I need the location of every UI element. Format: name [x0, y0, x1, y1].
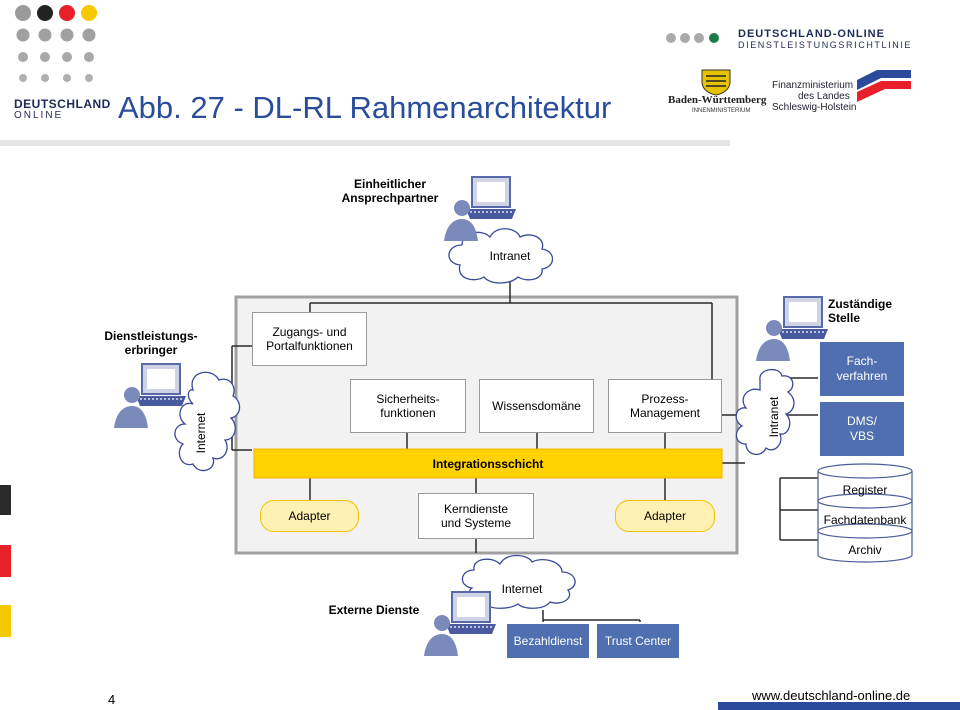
side-tab-black — [0, 485, 11, 515]
sh-line-3: Schleswig-Holstein — [772, 102, 857, 113]
bw-sub: INNENMINISTERIUM — [692, 108, 751, 114]
dms-vbs-box: DMS/ VBS — [818, 400, 906, 458]
page-title: Abb. 27 - DL-RL Rahmenarchitektur — [118, 90, 612, 125]
adapter-right-pill: Adapter — [615, 500, 715, 532]
logo-right-text-2: DIENSTLEISTUNGSRICHTLINIE — [738, 40, 913, 50]
user-computer-icon-dienstleistungserbringer — [114, 363, 186, 428]
logo-left-text-1: DEUTSCHLAND — [14, 97, 111, 111]
user-computer-icon-externe-dienste — [424, 591, 496, 656]
wissensdomaene-box: Wissensdomäne — [479, 379, 594, 433]
sh-line-1: Finanzministerium — [772, 80, 854, 91]
database-cylinders — [817, 463, 913, 563]
logo-right-text-1: DEUTSCHLAND-ONLINE — [738, 28, 885, 40]
intranet-right-label: Intranet — [767, 396, 781, 438]
kerndienste-box: Kerndienste und Systeme — [418, 493, 534, 539]
logo-left-text-2: ONLINE — [14, 110, 64, 121]
sh-flag-logo — [857, 70, 911, 102]
adapter-left-pill: Adapter — [260, 500, 359, 532]
externe-dienste-label: Externe Dienste — [328, 603, 420, 617]
prozess-management-box: Prozess- Management — [608, 379, 722, 433]
bw-name: Baden-Württemberg — [668, 94, 767, 106]
deutschland-online-dots-logo — [15, 5, 97, 82]
fachdatenbank-db-label: Fachdatenbank — [823, 513, 907, 527]
register-db-label: Register — [842, 483, 888, 497]
bw-coat-of-arms-icon — [701, 69, 731, 96]
side-tab-yellow — [0, 605, 11, 637]
dienstleistungserbringer-label: Dienstleistungs- erbringer — [104, 329, 198, 357]
dl-dots-small-logo — [666, 33, 719, 43]
page-number: 4 — [108, 692, 116, 707]
archiv-db-label: Archiv — [848, 543, 882, 557]
einheitlicher-ansprechpartner-label: Einheitlicher Ansprechpartner — [341, 177, 439, 205]
integration-layer-bar — [253, 448, 723, 479]
user-computer-icon-zustaendige-stelle — [756, 296, 828, 361]
trust-center-box: Trust Center — [595, 622, 681, 660]
internet-left-cloud — [174, 371, 241, 472]
footer-bar — [718, 702, 960, 710]
integrationsschicht-label: Integrationsschicht — [432, 457, 544, 471]
side-tab-red — [0, 545, 11, 577]
internet-bottom-label: Internet — [501, 582, 543, 596]
zustaendige-stelle-label: Zuständige Stelle — [828, 297, 893, 325]
header-divider — [0, 140, 730, 146]
internet-left-label: Internet — [194, 412, 208, 454]
sicherheitsfunktionen-box: Sicherheits- funktionen — [350, 379, 466, 433]
intranet-top-label: Intranet — [489, 249, 531, 263]
footer-url[interactable]: www.deutschland-online.de — [752, 688, 911, 703]
sh-text: Finanzministerium des Landes Schleswig-H… — [772, 80, 856, 113]
zugangs-portal-box: Zugangs- und Portalfunktionen — [252, 312, 367, 366]
user-computer-icon-ansprechpartner — [444, 176, 516, 241]
fachverfahren-box: Fach- verfahren — [818, 340, 906, 398]
intranet-right-cloud — [735, 369, 795, 455]
sh-line-2: des Landes — [798, 91, 850, 102]
bezahldienst-box: Bezahldienst — [505, 622, 591, 660]
